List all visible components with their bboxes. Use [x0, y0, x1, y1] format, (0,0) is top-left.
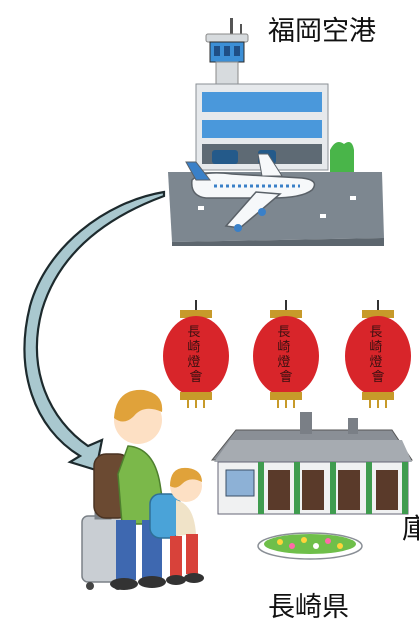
airport-tower-icon [205, 18, 249, 87]
flower-bed-icon [257, 532, 363, 560]
prefecture-label: 長崎県 [268, 592, 349, 623]
airplane-icon [185, 153, 316, 232]
lantern-text: 長 崎 燈 會 [369, 325, 386, 385]
lantern-text: 長 崎 燈 會 [277, 325, 294, 385]
lantern-icon: 長 崎 燈 會 [163, 300, 229, 408]
traveler-icon [81, 389, 204, 590]
curved-arrow [23, 190, 166, 472]
van [212, 150, 238, 164]
lantern-icon: 長 崎 燈 會 [253, 300, 319, 408]
historic-house-icon [210, 412, 413, 515]
cut-off-label: 庫 [402, 512, 419, 545]
lantern-row: 長 崎 燈 會 長 崎 燈 會 [163, 300, 411, 408]
airport-label: 福岡空港 [268, 16, 376, 47]
lantern-icon: 長 崎 燈 會 [345, 300, 411, 408]
airport-illustration [168, 18, 384, 246]
lantern-text: 長 崎 燈 會 [187, 325, 204, 385]
hedge [330, 142, 354, 172]
